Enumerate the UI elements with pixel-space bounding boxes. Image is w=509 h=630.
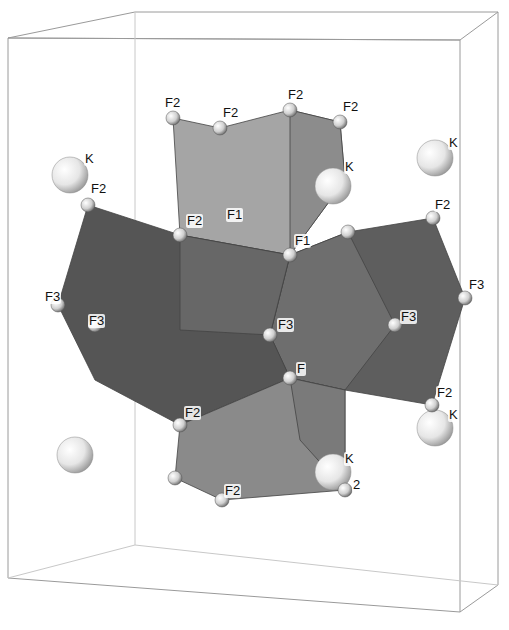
atom-label: F2 (186, 214, 203, 228)
atom-label: K (448, 408, 459, 422)
atom-label: F3 (468, 278, 485, 292)
atom-label: F (296, 362, 306, 376)
potassium-atoms (52, 140, 453, 490)
atom-label: F2 (436, 386, 453, 400)
atom-label: F2 (90, 182, 107, 196)
fluorine-atoms (51, 103, 472, 507)
atom-label: 2 (352, 478, 361, 492)
atom-label: K (344, 160, 355, 174)
atom-label: F2 (224, 484, 241, 498)
atom-label: K (84, 152, 95, 166)
atom-label: F2 (184, 406, 201, 420)
atom-label: F3 (44, 290, 61, 304)
unit-cell (8, 12, 498, 612)
atom-label: F2 (164, 96, 181, 110)
atom-label: F2 (287, 88, 304, 102)
atom-label: F2 (434, 198, 451, 212)
atom-label: F3 (88, 314, 105, 328)
atom-label: F2 (222, 106, 239, 120)
atom-label: F1 (226, 208, 243, 222)
polyhedra (58, 110, 465, 500)
atom-label: F2 (342, 100, 359, 114)
atom-label: K (344, 452, 355, 466)
atom-label: F3 (277, 318, 294, 332)
atom-label: F3 (400, 310, 417, 324)
atom-label: F1 (294, 234, 311, 248)
atom-label: K (448, 136, 459, 150)
